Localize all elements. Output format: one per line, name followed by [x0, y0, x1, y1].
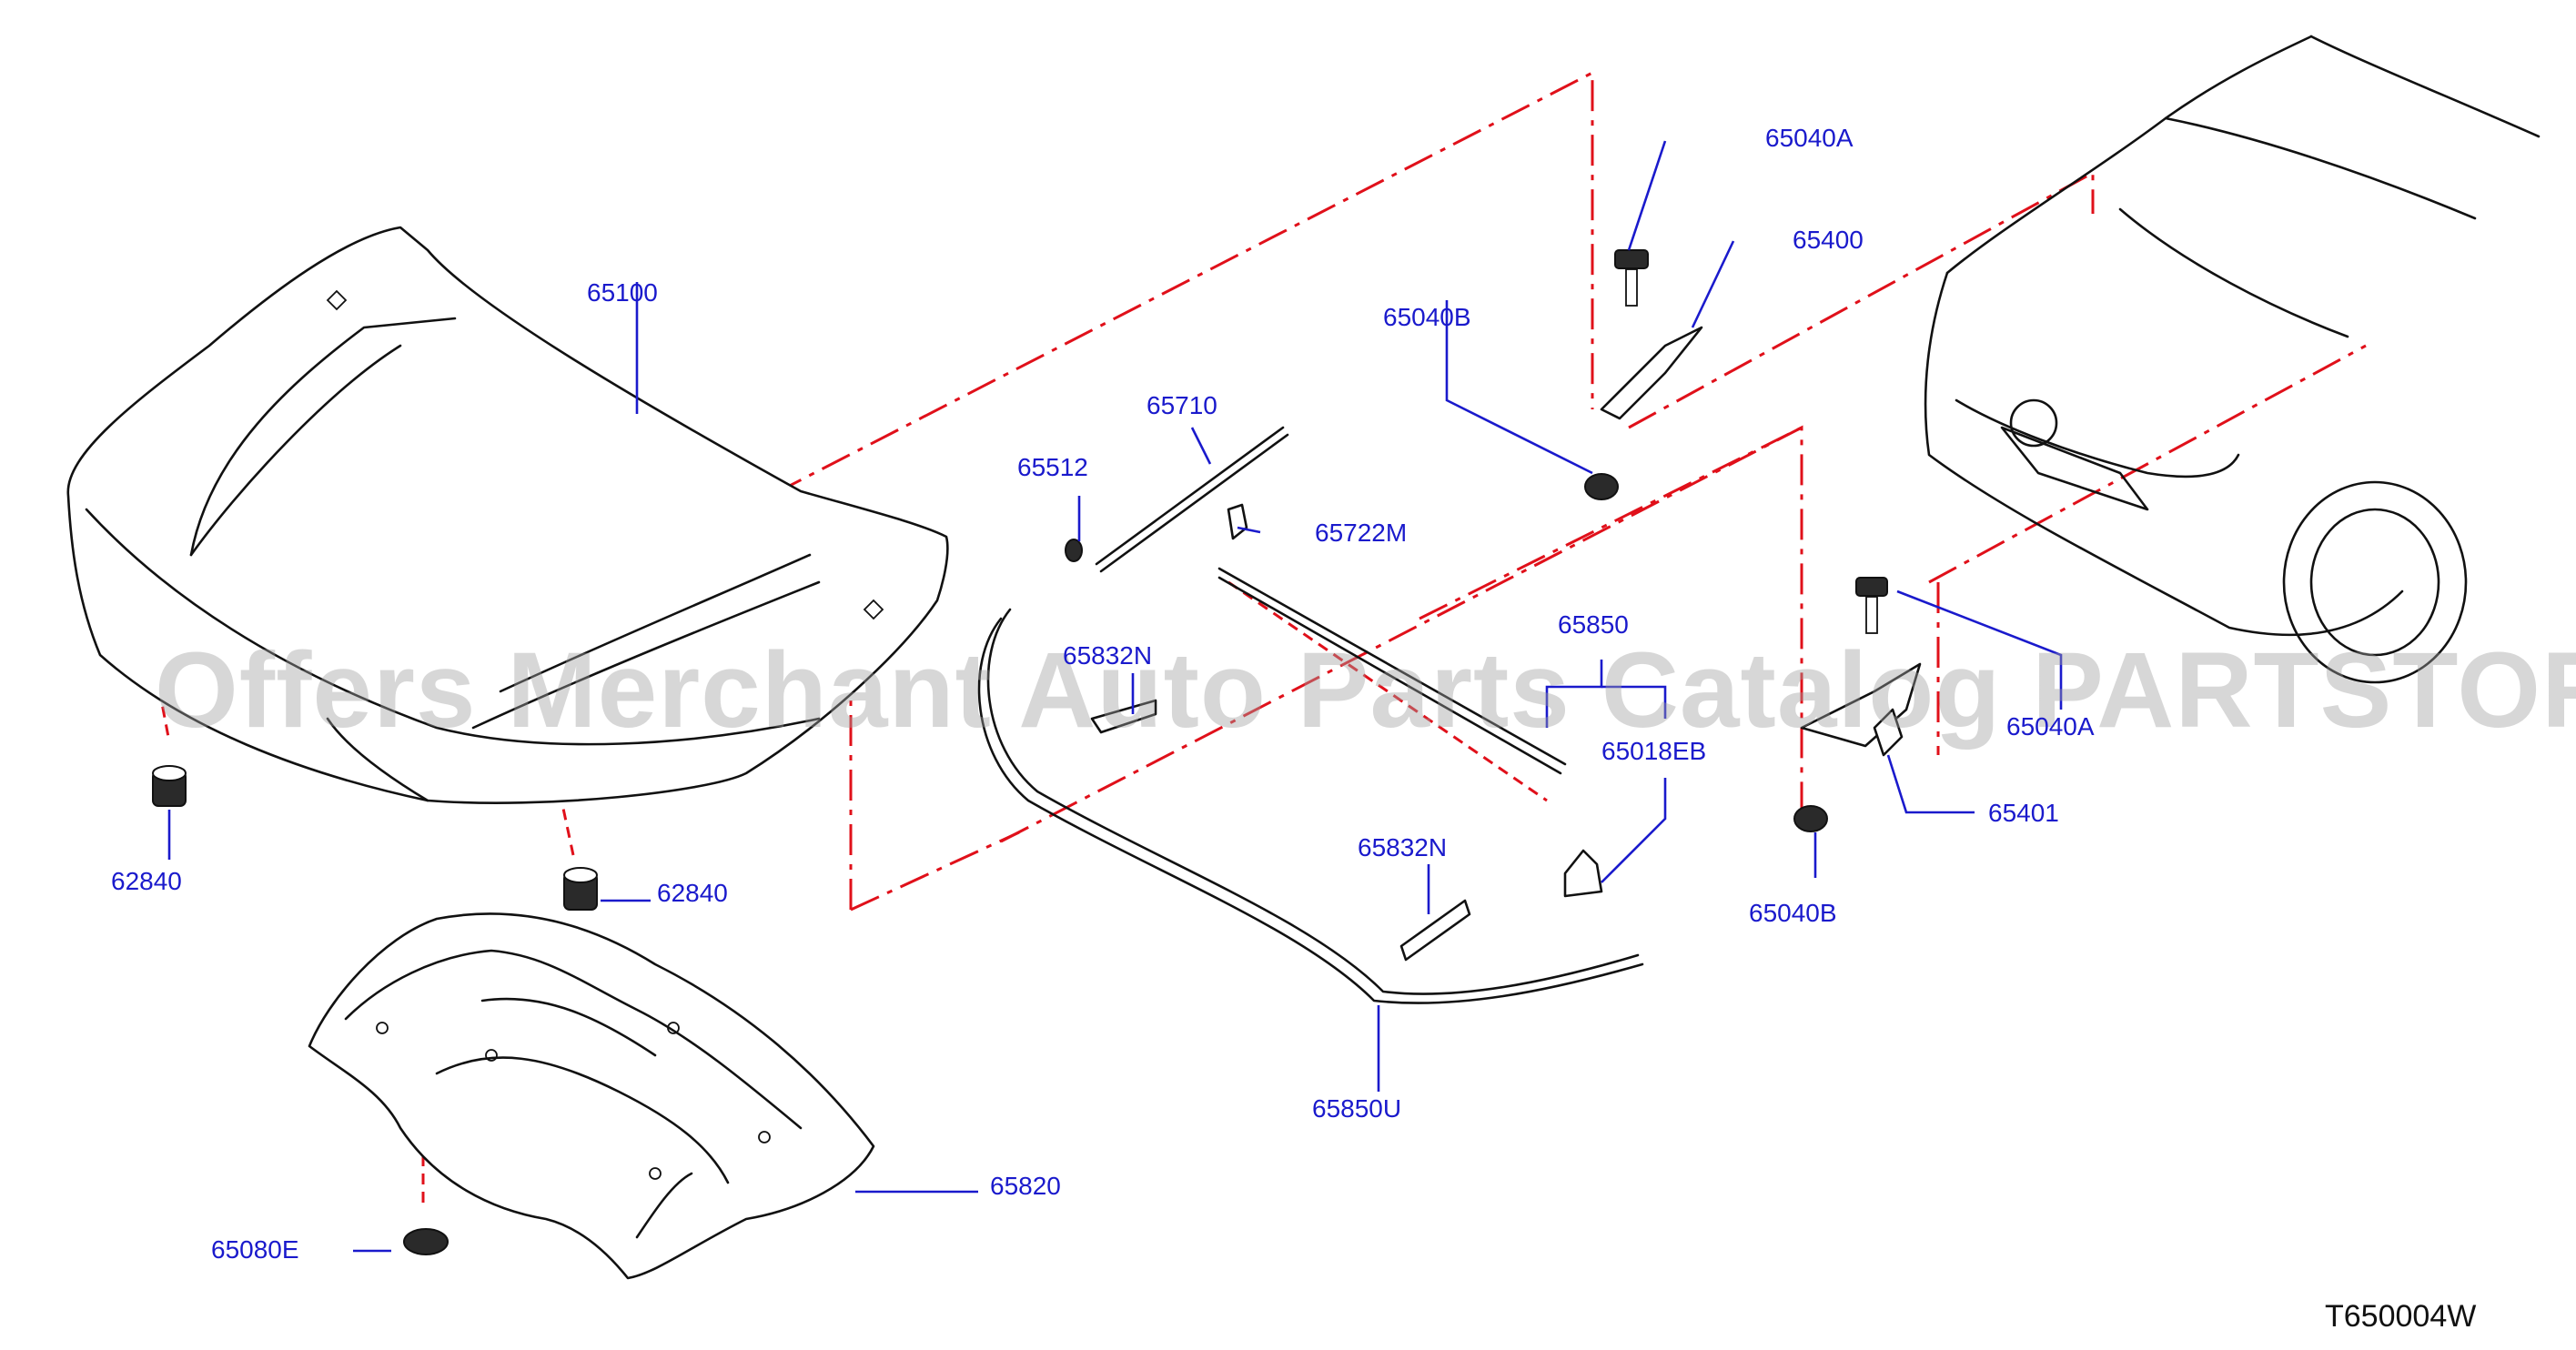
- callout-bolt-a-right[interactable]: 65040A: [2006, 712, 2095, 740]
- insulator-clip-icon: [403, 1228, 449, 1255]
- rubber-bumper-icon: [152, 765, 598, 911]
- callout-nut-b-bottom[interactable]: 65040B: [1749, 899, 1837, 927]
- callout-hinge-lh[interactable]: 65400: [1793, 226, 1864, 254]
- callout-bolt-a-top[interactable]: 65040A: [1765, 124, 1854, 152]
- callout-seal-lower[interactable]: 65850U: [1312, 1094, 1402, 1123]
- hood-stay-icon: [1065, 426, 1289, 573]
- callout-seal-clip-lh[interactable]: 65832N: [1063, 641, 1153, 670]
- callout-hinge-rh[interactable]: 65401: [1988, 799, 2059, 827]
- callout-insulator-clip[interactable]: 65080E: [211, 1235, 299, 1264]
- hood-hinge-icon: [1600, 326, 1922, 757]
- callout-seal-clip-center[interactable]: 65832N: [1358, 833, 1448, 861]
- callout-nut-b-top[interactable]: 65040B: [1383, 303, 1471, 331]
- callout-hood-stay[interactable]: 65710: [1147, 391, 1217, 419]
- hood-panel-icon: [66, 226, 949, 804]
- callout-stay-grommet[interactable]: 65512: [1017, 453, 1088, 481]
- hood-insulator-icon: [308, 912, 875, 1280]
- callout-bumper-left[interactable]: 62840: [111, 867, 182, 895]
- vehicle-front-icon: [1924, 35, 2541, 684]
- callout-hood[interactable]: 65100: [587, 278, 658, 307]
- callout-clip-eb[interactable]: 65018EB: [1601, 737, 1707, 765]
- watermark: Offers Merchant Auto Parts Catalog PARTS…: [155, 630, 2576, 751]
- callout-insulator[interactable]: 65820: [990, 1172, 1061, 1200]
- bolt-icon: [1614, 249, 1888, 634]
- callout-bumper-center[interactable]: 62840: [657, 879, 728, 907]
- leader-lines: [167, 140, 2063, 1253]
- diagram-code: T650004W: [2325, 1299, 2477, 1334]
- nut-icon: [1584, 473, 1828, 832]
- callout-stay-clip[interactable]: 65722M: [1315, 519, 1408, 547]
- hood-seal-icon: [977, 567, 1644, 1004]
- callout-seal-upper[interactable]: 65850: [1558, 610, 1629, 639]
